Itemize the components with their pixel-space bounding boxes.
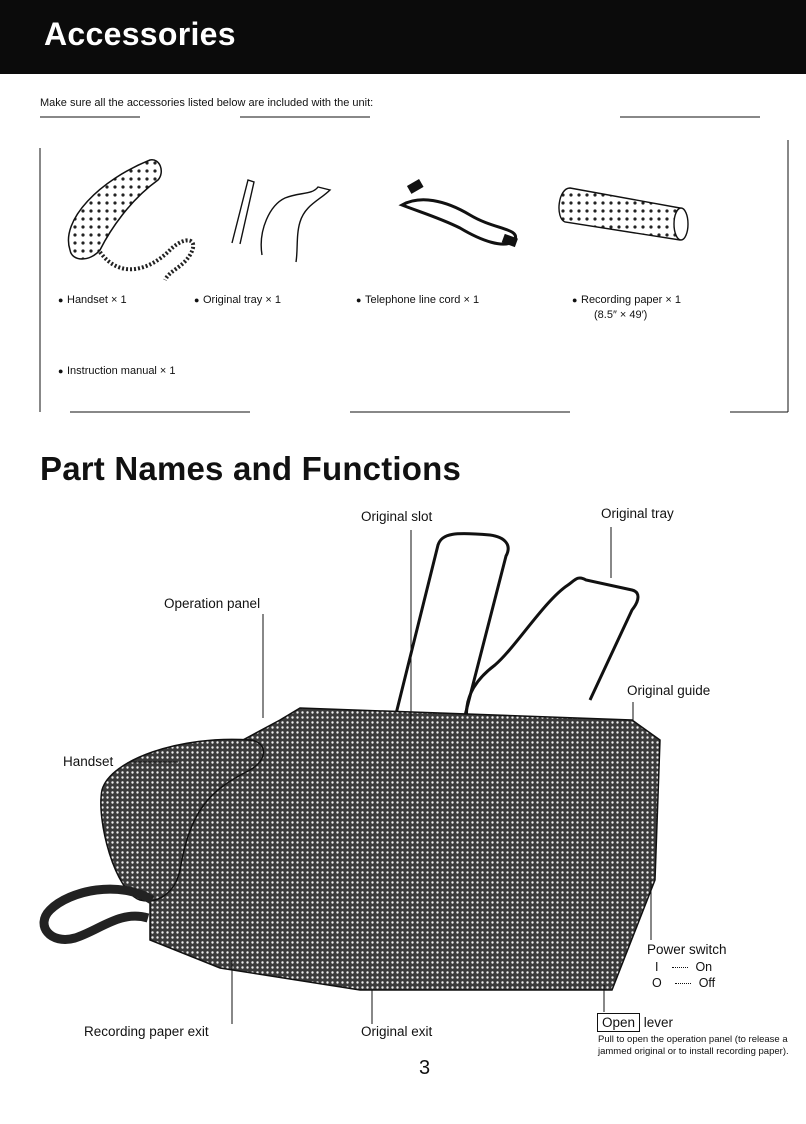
- accessories-intro: Make sure all the accessories listed bel…: [40, 97, 374, 109]
- label-original-exit: Original exit: [361, 1024, 433, 1039]
- label-original-tray: Original tray: [601, 506, 674, 521]
- header-bar: Accessories: [0, 0, 806, 74]
- label-original-guide: Original guide: [627, 683, 711, 698]
- bullet-icon: ●: [356, 295, 362, 305]
- bullet-icon: ●: [58, 366, 64, 376]
- accessory-instruction-manual: ●Instruction manual × 1: [58, 365, 176, 377]
- bullet-icon: ●: [572, 295, 578, 305]
- bullet-icon: ●: [58, 295, 64, 305]
- handset-icon: [67, 159, 196, 282]
- original-tray-drawing: [390, 532, 640, 736]
- label-open-lever: Open lever: [597, 1013, 673, 1032]
- label-original-slot: Original slot: [361, 509, 433, 524]
- original-tray-icon: [231, 179, 332, 263]
- recording-paper-icon: [558, 187, 689, 241]
- power-off-row: O Off: [652, 976, 716, 990]
- fax-body: [149, 707, 661, 991]
- section-title: Part Names and Functions: [40, 450, 462, 487]
- power-on-row: I On: [655, 960, 713, 974]
- label-operation-panel: Operation panel: [164, 596, 261, 611]
- open-button-label: Open: [597, 1013, 641, 1032]
- accessory-handset: ●Handset × 1: [58, 294, 127, 306]
- label-recording-paper-exit: Recording paper exit: [84, 1024, 209, 1039]
- bullet-icon: ●: [194, 295, 200, 305]
- accessory-original-tray: ●Original tray × 1: [194, 294, 281, 306]
- label-power-switch: Power switch: [647, 942, 727, 957]
- label-handset: Handset: [63, 754, 114, 769]
- accessory-telephone-cord: ●Telephone line cord × 1: [356, 294, 480, 306]
- open-lever-note: Pull to open the operation panel (to rel…: [598, 1034, 789, 1057]
- accessory-recording-paper: ●Recording paper × 1: [572, 294, 681, 306]
- page-title: Accessories: [44, 16, 236, 52]
- page-number: 3: [419, 1057, 431, 1079]
- recording-paper-size: (8.5″ × 49′): [594, 309, 648, 321]
- telephone-cord-icon: [398, 179, 518, 248]
- accessories-box: [39, 116, 789, 413]
- handset-cord: [39, 884, 155, 944]
